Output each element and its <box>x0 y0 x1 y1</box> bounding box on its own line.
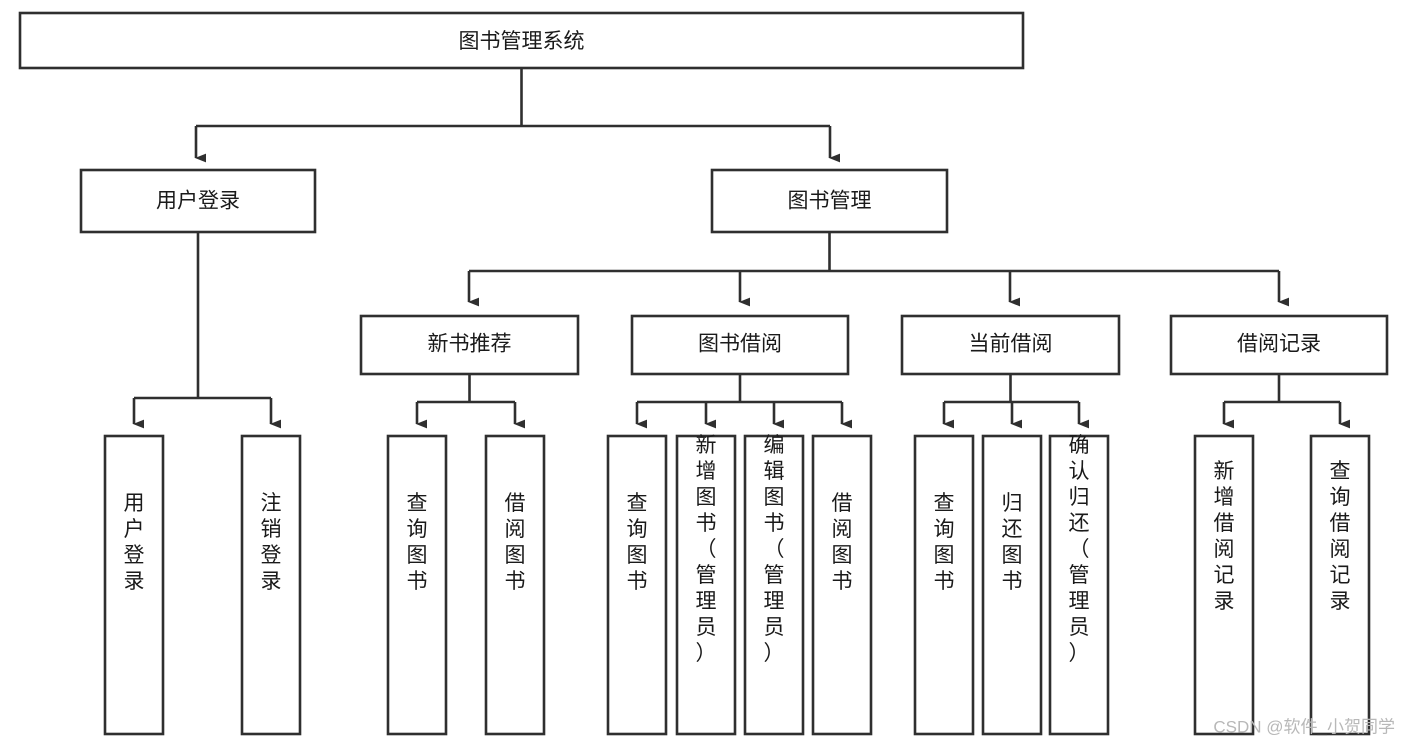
connector-book-borrow-to-leaves <box>635 374 852 429</box>
leaf-box[interactable] <box>606 434 668 736</box>
leaf-label: 借阅图书 <box>505 492 526 593</box>
node-book-management[interactable]: 图书管理 <box>710 168 949 234</box>
leaf-label: 归还图书 <box>1002 492 1023 593</box>
leaf-label: 新增借阅记录 <box>1214 460 1235 613</box>
connector-new-book-recommend-to-leaves <box>415 374 525 429</box>
leaf-box[interactable] <box>913 434 975 736</box>
leaf-current-borrow-confirm-return[interactable]: 确认归还（管理员） <box>1048 434 1110 736</box>
node-book-borrow[interactable]: 图书借阅 <box>630 314 850 376</box>
node-new-book-recommend[interactable]: 新书推荐 <box>359 314 580 376</box>
leaf-book-borrow-query-book[interactable]: 查询图书 <box>606 434 668 736</box>
connector-book-management-to-level3 <box>467 232 1289 307</box>
csdn-watermark: CSDN @软件_小贺同学 <box>1213 717 1395 736</box>
leaf-box[interactable] <box>1048 434 1110 736</box>
leaf-label: 用户登录 <box>124 492 145 593</box>
leaf-label: 查询图书 <box>934 492 955 593</box>
leaf-new-book-borrow-book[interactable]: 借阅图书 <box>484 434 546 736</box>
leaf-box[interactable] <box>811 434 873 736</box>
node-current-borrow[interactable]: 当前借阅 <box>900 314 1121 376</box>
borrow-record-label: 借阅记录 <box>1237 333 1321 356</box>
connector-borrow-record-to-leaves <box>1222 374 1350 429</box>
leaf-label: 注销登录 <box>261 492 282 593</box>
root-box[interactable] <box>18 11 1025 70</box>
leaf-box[interactable] <box>1193 434 1255 736</box>
book-management-label: 图书管理 <box>788 190 872 213</box>
leaf-current-borrow-query-book[interactable]: 查询图书 <box>913 434 975 736</box>
connector-current-borrow-to-leaves <box>942 374 1089 429</box>
leaf-box[interactable] <box>675 434 737 736</box>
user-login-box[interactable] <box>79 168 317 234</box>
new-book-recommend-label: 新书推荐 <box>428 333 512 356</box>
leaf-label: 确认归还（管理员） <box>1069 434 1090 665</box>
node-user-login[interactable]: 用户登录 <box>79 168 317 234</box>
leaf-borrow-record-query-record[interactable]: 查询借阅记录 <box>1309 434 1371 736</box>
leaf-box[interactable] <box>981 434 1043 736</box>
user-login-label: 用户登录 <box>156 190 240 213</box>
leaf-box[interactable] <box>386 434 448 736</box>
leaf-label: 查询借阅记录 <box>1330 460 1351 613</box>
leaf-box[interactable] <box>103 434 165 736</box>
leaf-label: 查询图书 <box>407 492 428 593</box>
leaf-borrow-record-add-record[interactable]: 新增借阅记录 <box>1193 434 1255 736</box>
leaf-current-borrow-return-book[interactable]: 归还图书 <box>981 434 1043 736</box>
leaf-label: 借阅图书 <box>832 492 853 593</box>
book-borrow-label: 图书借阅 <box>698 333 782 356</box>
leaf-user-login-logout[interactable]: 注销登录 <box>240 434 302 736</box>
connector-root-to-level2 <box>194 68 840 163</box>
current-borrow-label: 当前借阅 <box>969 333 1053 356</box>
leaf-box[interactable] <box>1309 434 1371 736</box>
current-borrow-box[interactable] <box>900 314 1121 376</box>
connector-user-login-to-leaves <box>132 232 281 429</box>
leaf-box[interactable] <box>484 434 546 736</box>
root-label: 图书管理系统 <box>459 30 585 53</box>
leaf-label: 新增图书（管理员） <box>696 434 717 665</box>
leaf-label: 编辑图书（管理员） <box>764 434 785 665</box>
leaf-book-borrow-add-book[interactable]: 新增图书（管理员） <box>675 434 737 736</box>
leaf-new-book-query-book[interactable]: 查询图书 <box>386 434 448 736</box>
leaf-label: 查询图书 <box>627 492 648 593</box>
leaf-book-borrow-borrow-book[interactable]: 借阅图书 <box>811 434 873 736</box>
leaf-book-borrow-edit-book[interactable]: 编辑图书（管理员） <box>743 434 805 736</box>
new-book-recommend-box[interactable] <box>359 314 580 376</box>
node-borrow-record[interactable]: 借阅记录 <box>1169 314 1389 376</box>
leaf-box[interactable] <box>240 434 302 736</box>
node-root[interactable]: 图书管理系统 <box>18 11 1025 70</box>
leaf-box[interactable] <box>743 434 805 736</box>
leaf-user-login-login[interactable]: 用户登录 <box>103 434 165 736</box>
